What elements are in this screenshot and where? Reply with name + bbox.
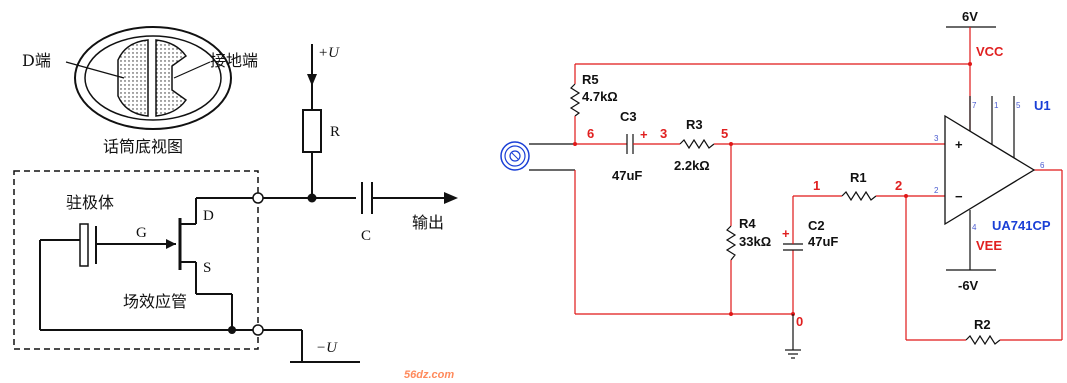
c2-name: C2	[808, 218, 825, 233]
node6-junction	[573, 142, 577, 146]
positive-supply-label: +U	[318, 45, 340, 61]
r4-name: R4	[739, 216, 756, 231]
drain-terminal	[252, 192, 264, 204]
fet-label: 场效应管	[123, 292, 187, 311]
c3-name: C3	[620, 109, 637, 124]
opamp-plus-sign: +	[955, 137, 963, 152]
r3-value: 2.2kΩ	[674, 158, 710, 173]
output-label: 输出	[412, 213, 444, 232]
pin-7-label: 7	[972, 101, 977, 110]
c3-polarity: +	[640, 127, 648, 142]
negative-supply-label: −U	[316, 340, 338, 356]
vcc-voltage-label: 6V	[962, 9, 978, 24]
mic-ground-pad	[155, 39, 188, 117]
node-5-label: 5	[721, 126, 728, 141]
r3-name: R3	[686, 117, 703, 132]
microphone-inner	[509, 150, 521, 162]
electret-plate-outer	[79, 223, 89, 267]
fet-source-label: S	[203, 260, 211, 276]
d-terminal-leader	[65, 61, 125, 79]
pin-2-label: 2	[934, 186, 939, 195]
electret-label: 驻极体	[66, 193, 114, 212]
output-arrow	[444, 192, 458, 204]
pin-6-label: 6	[1040, 161, 1045, 170]
resistor-r3	[679, 138, 715, 150]
node-0-label: 0	[796, 314, 803, 329]
r2-name: R2	[974, 317, 991, 332]
right-amplifier-schematic: 6V VCC R5 4.7kΩ 6 + C3 47uF 3 R3 2.2kΩ	[500, 9, 1063, 359]
microphone-outer	[500, 141, 530, 171]
r5-value: 4.7kΩ	[582, 89, 618, 104]
microphone-bottom-view: D端 接地端 话筒底视图	[22, 26, 258, 156]
node-6-label: 6	[587, 126, 594, 141]
fet-drain-label: D	[203, 208, 214, 224]
vee-label: VEE	[976, 238, 1002, 253]
c2-polarity: +	[782, 226, 790, 241]
c2-value: 47uF	[808, 234, 838, 249]
pin-4-label: 4	[972, 223, 977, 232]
fet-gate-label: G	[136, 225, 147, 241]
resistor-r-label: R	[330, 124, 340, 140]
r4-value: 33kΩ	[739, 234, 771, 249]
vee-voltage-label: -6V	[958, 278, 979, 293]
mic-d-pad	[117, 39, 149, 117]
resistor-r2	[965, 334, 1001, 346]
mic-outer-ring	[74, 26, 232, 130]
opamp-u1	[944, 114, 1036, 226]
source-junction	[228, 326, 236, 334]
microphone-tick	[511, 152, 519, 160]
pin-5-label: 5	[1016, 101, 1021, 110]
u1-label: U1	[1034, 98, 1051, 113]
r1-name: R1	[850, 170, 867, 185]
c3-value: 47uF	[612, 168, 642, 183]
capacitor-c-label: C	[361, 228, 371, 244]
resistor-r4	[725, 225, 737, 261]
opamp-model-label: UA741CP	[992, 218, 1051, 233]
d-terminal-label: D端	[22, 51, 51, 70]
node-2-label: 2	[895, 178, 902, 193]
r4-ground-junction	[729, 312, 733, 316]
supply-arrow	[307, 74, 317, 86]
opamp-minus-sign: −	[955, 189, 963, 204]
pin-3-label: 3	[934, 134, 939, 143]
ground-terminal-leader	[173, 61, 211, 79]
left-microphone-diagram: D端 接地端 话筒底视图 驻极体 G D S 场效应管	[13, 26, 458, 381]
resistor-r	[302, 109, 322, 153]
watermark: 56dz.com	[404, 369, 454, 381]
bottom-view-caption: 话筒底视图	[103, 137, 183, 156]
gate-arrow	[166, 239, 176, 249]
resistor-r1	[841, 190, 877, 202]
r5-name: R5	[582, 72, 599, 87]
microphone-middle	[504, 145, 526, 167]
resistor-r5	[569, 83, 581, 117]
ground-terminal	[252, 324, 264, 336]
microphone-package-box	[13, 170, 259, 350]
ground-terminal-label: 接地端	[210, 51, 258, 70]
vcc-label: VCC	[976, 44, 1004, 59]
pin-1-label: 1	[994, 101, 999, 110]
node-3-label: 3	[660, 126, 667, 141]
node-1-label: 1	[813, 178, 820, 193]
mic-inner-ring	[84, 35, 222, 121]
